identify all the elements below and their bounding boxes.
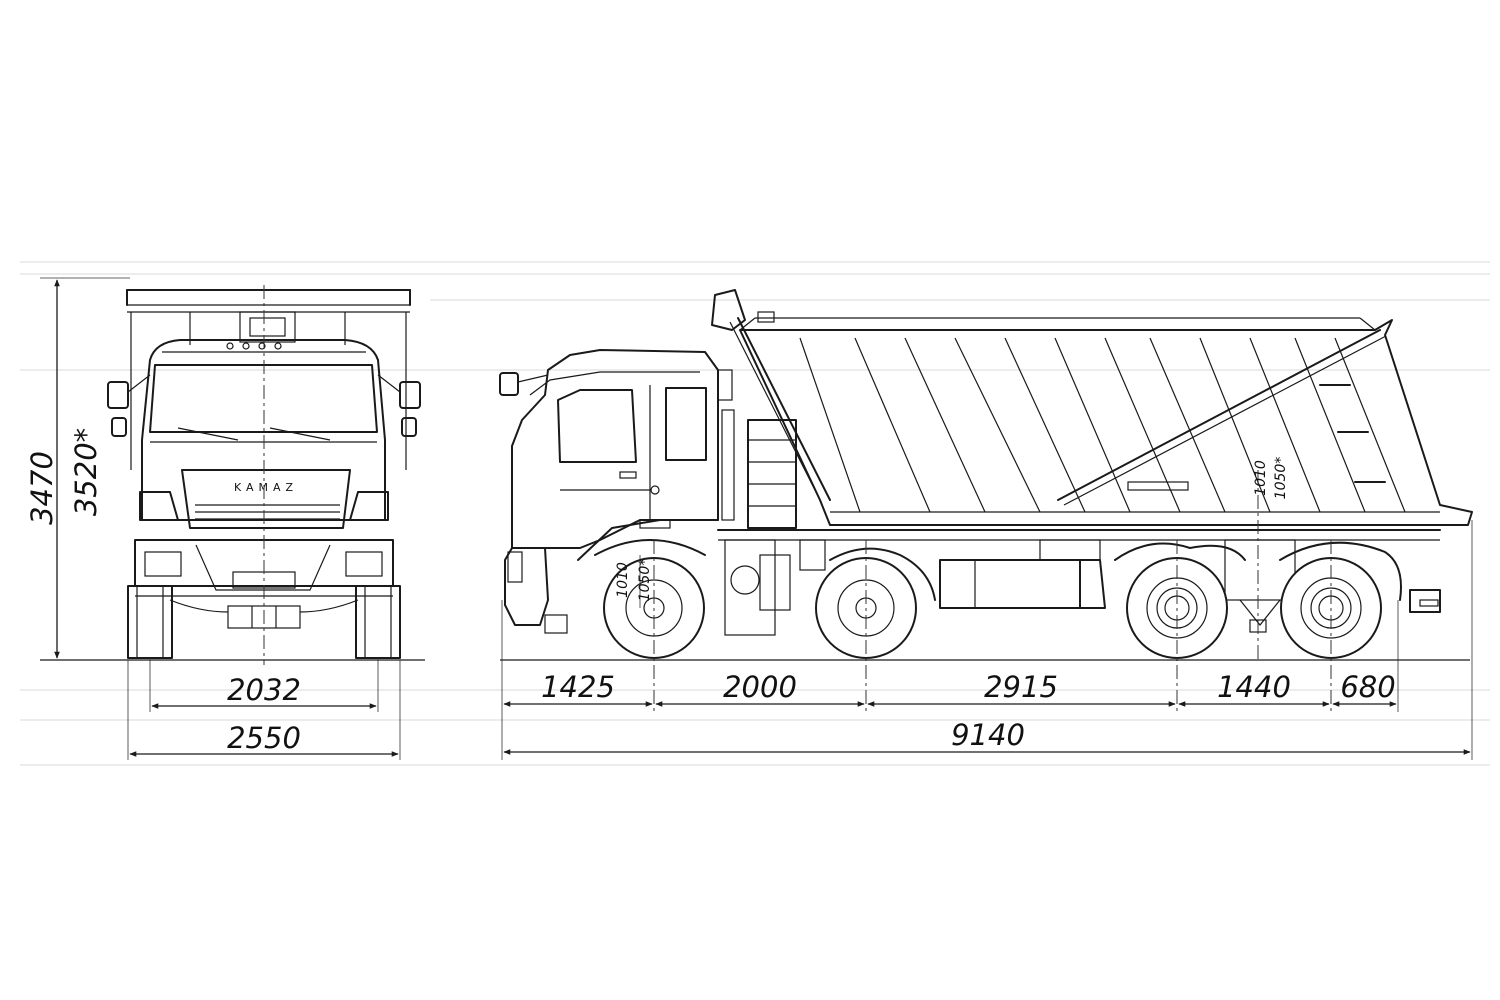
ladder — [747, 419, 797, 529]
rear-overhang-label: 680 — [1340, 670, 1395, 704]
rear-mudguard — [1114, 542, 1246, 561]
cab-side-window — [557, 389, 637, 463]
last-axle-mudguard — [1279, 541, 1402, 601]
wheelbase-3-label: 1440 — [1217, 670, 1291, 704]
side-wheels — [603, 557, 1382, 659]
height-label: 3470 — [25, 451, 59, 525]
cab-rear-window — [665, 387, 707, 461]
windshield — [149, 364, 378, 433]
front-grille — [181, 469, 351, 529]
length-chain-dimension: 1425 2000 2915 1440 680 — [501, 520, 1473, 760]
front-overhang-label: 1425 — [541, 670, 615, 704]
rear-loading-height-alt-label: 1050* — [1273, 457, 1289, 500]
height-dimension: 3470 3520* — [25, 277, 130, 659]
overall-length-dimension: 9140 — [503, 718, 1471, 755]
left-mirror — [107, 381, 129, 409]
rear-loading-height-note: 1010 1050* — [1253, 457, 1289, 500]
side-view: 1010 1050* 1010 1050* 1425 2000 2915 144… — [499, 289, 1473, 760]
chassis-frame — [594, 369, 1441, 636]
fuel-tank — [939, 559, 1081, 609]
front-loading-height-alt-label: 1050* — [637, 559, 653, 602]
front-right-tire — [355, 585, 401, 659]
brand-lettering: KAMAZ — [234, 481, 298, 494]
side-mirror — [499, 372, 519, 396]
dump-body — [711, 289, 1473, 526]
left-headlight — [139, 491, 179, 521]
height-alt-label: 3520* — [69, 428, 103, 516]
right-headlight — [349, 491, 389, 521]
background-ghost-lines — [20, 261, 1490, 766]
track-width-label: 2032 — [227, 673, 301, 707]
front-left-tire — [127, 585, 173, 659]
overall-length-label: 9140 — [951, 718, 1025, 752]
side-cab — [499, 349, 719, 634]
track-width-dimension: 2032 — [149, 658, 379, 712]
right-mirror — [399, 381, 421, 409]
front-loading-height-label: 1010 — [615, 562, 631, 598]
second-axle-mudguard — [829, 547, 936, 601]
rear-loading-height-label: 1010 — [1253, 460, 1269, 496]
front-body-outline — [126, 289, 411, 470]
axle-centerlines — [653, 470, 1332, 712]
wheelbase-2-label: 2915 — [984, 670, 1058, 704]
front-view: KAMAZ — [25, 277, 425, 760]
overall-width-dimension: 2550 — [127, 660, 401, 760]
front-loading-height-note: 1010 1050* — [615, 555, 653, 608]
wheelbase-1-label: 2000 — [723, 670, 797, 704]
overall-width-label: 2550 — [227, 721, 301, 755]
front-mudguard — [594, 539, 706, 556]
